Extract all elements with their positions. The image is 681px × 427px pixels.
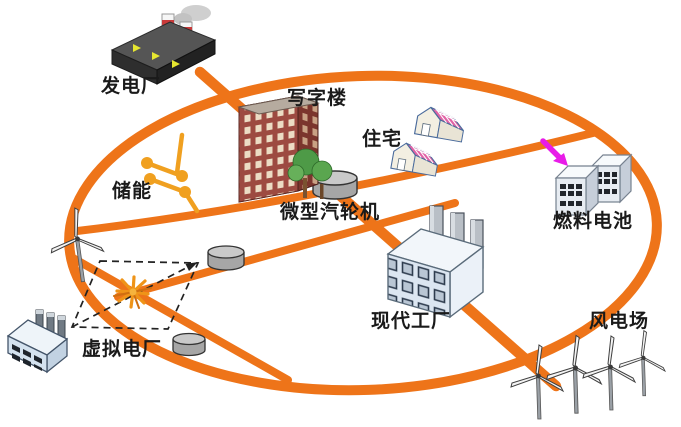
trees-icon xyxy=(287,148,333,199)
micro-turbine-icon xyxy=(312,170,358,200)
office-building-icon xyxy=(237,95,333,203)
fuel-cell-cabinet-left xyxy=(554,164,600,217)
power-plant-icon xyxy=(110,5,217,85)
vpp-spark-icon xyxy=(113,275,152,309)
vpp-dashed-outline xyxy=(70,260,200,330)
storage-drum-upper xyxy=(207,245,245,271)
label-modern-factory: 现代工厂 xyxy=(371,310,452,332)
fuel-cell-arrow xyxy=(540,138,568,166)
vpp-factory-icon xyxy=(6,309,69,374)
label-office-building: 写字楼 xyxy=(287,87,348,109)
label-micro-turbine: 微型汽轮机 xyxy=(280,201,381,223)
line-vpp-ring xyxy=(69,254,292,384)
label-energy-storage: 储能 xyxy=(112,180,153,202)
label-wind-farm: 风电场 xyxy=(589,310,650,332)
fuel-cell-icon xyxy=(554,153,633,217)
modern-factory-icon xyxy=(386,205,485,319)
storage-drum-lower xyxy=(172,332,206,357)
label-virtual-power-plant: 虚拟电厂 xyxy=(82,338,163,360)
vpp-dashed-arrowhead xyxy=(185,262,198,271)
energy-storage-icon xyxy=(141,132,200,214)
line-vpp-factory xyxy=(114,199,459,301)
wind-farm-icon xyxy=(510,330,666,420)
label-residence: 住宅 xyxy=(362,128,403,150)
label-power-plant: 发电厂 xyxy=(101,75,162,97)
label-fuel-cell: 燃料电池 xyxy=(553,210,634,232)
